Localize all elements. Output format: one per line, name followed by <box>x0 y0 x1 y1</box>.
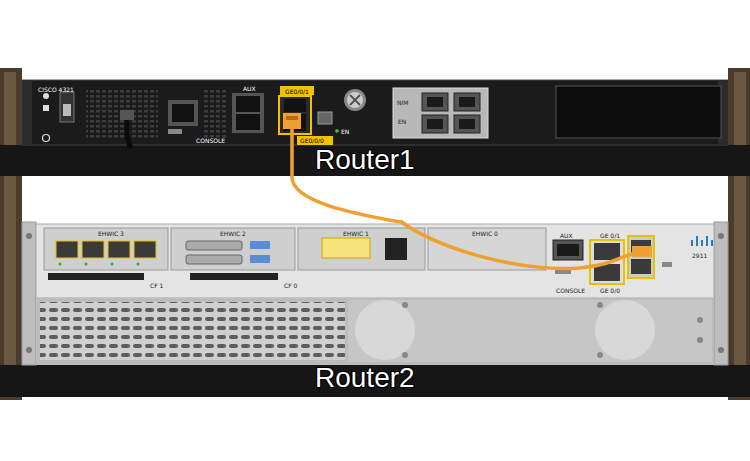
router-name: Router1 <box>315 144 415 176</box>
router-chassis: Router1 <box>22 80 728 177</box>
router-chassis: Router2 <box>22 222 728 397</box>
router-name: Router2 <box>315 362 415 394</box>
ethernet-cable <box>292 177 400 222</box>
